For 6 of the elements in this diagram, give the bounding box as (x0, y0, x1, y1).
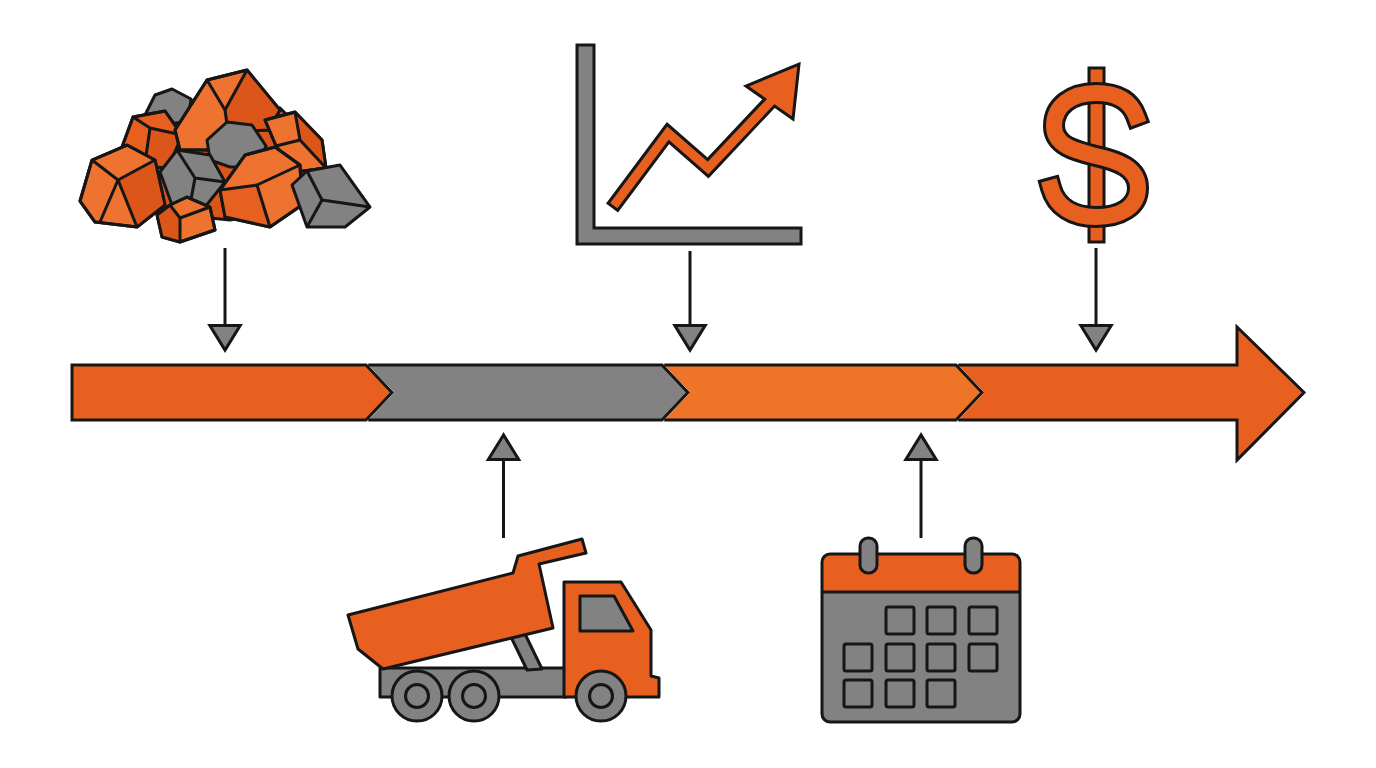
dump-truck (346, 537, 661, 723)
chevron-segment (664, 363, 985, 422)
rock-pile (78, 68, 372, 244)
chevron-segment (368, 363, 691, 422)
arrow-segment (958, 323, 1307, 464)
chevron-segment (70, 363, 395, 422)
